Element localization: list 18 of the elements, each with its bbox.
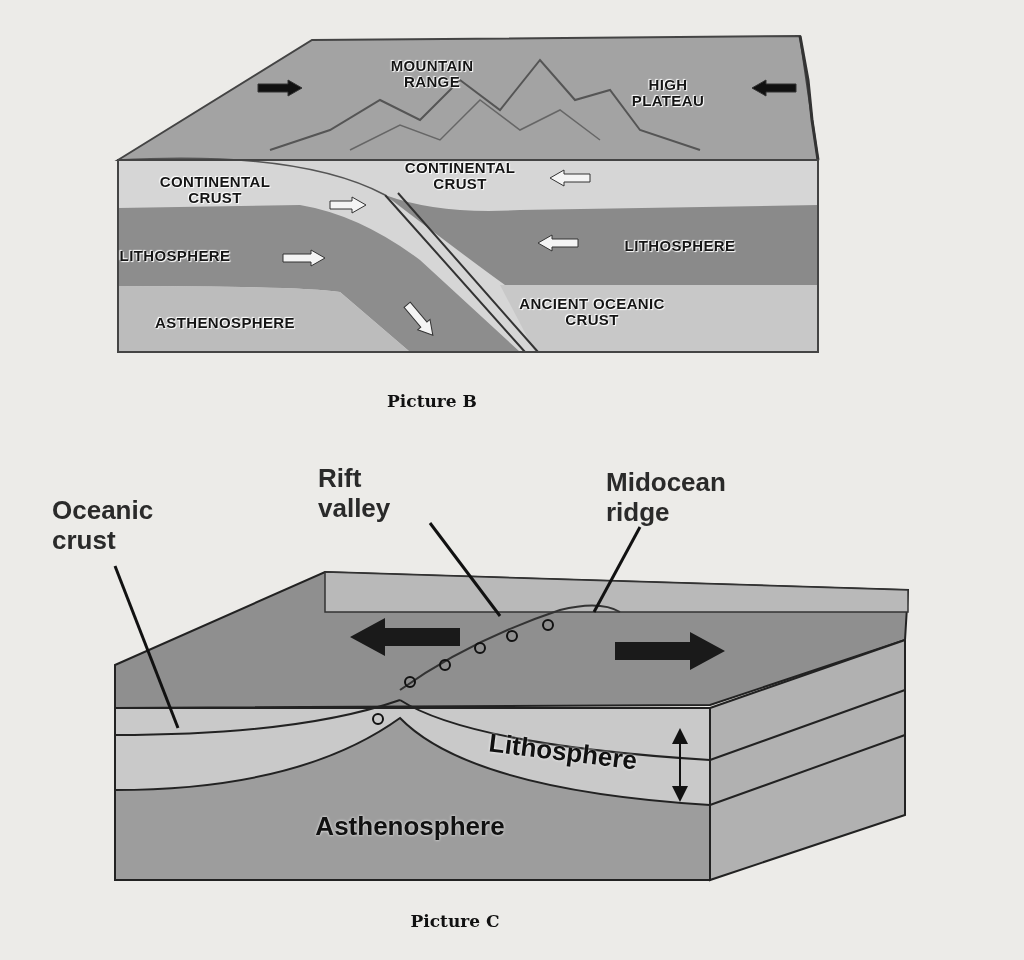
leader-line: [428, 522, 502, 617]
layer-label: LITHOSPHERE: [624, 238, 736, 254]
figure-caption: Picture C: [410, 910, 500, 934]
callout-label: Rift valley: [318, 464, 392, 524]
leader-line: [113, 565, 180, 729]
layer-label: CONTINENTAL CRUST: [403, 160, 517, 192]
layer-label: ASTHENOSPHERE: [155, 315, 295, 331]
layer-label: Asthenosphere: [315, 809, 505, 843]
layer-label: MOUNTAIN RANGE: [389, 58, 475, 90]
layer-label: LITHOSPHERE: [119, 248, 231, 264]
leader-line: [592, 526, 642, 613]
callout-label: Oceanic crust: [52, 496, 155, 556]
layer-label: ANCIENT OCEANIC CRUST: [518, 296, 666, 328]
layer-label: CONTINENTAL CRUST: [158, 174, 272, 206]
callout-label: Midocean ridge: [606, 468, 727, 528]
layer-label: HIGH PLATEAU: [630, 77, 706, 109]
figure-caption: Picture B: [387, 390, 477, 414]
layer-label: Lithosphere: [486, 726, 640, 778]
